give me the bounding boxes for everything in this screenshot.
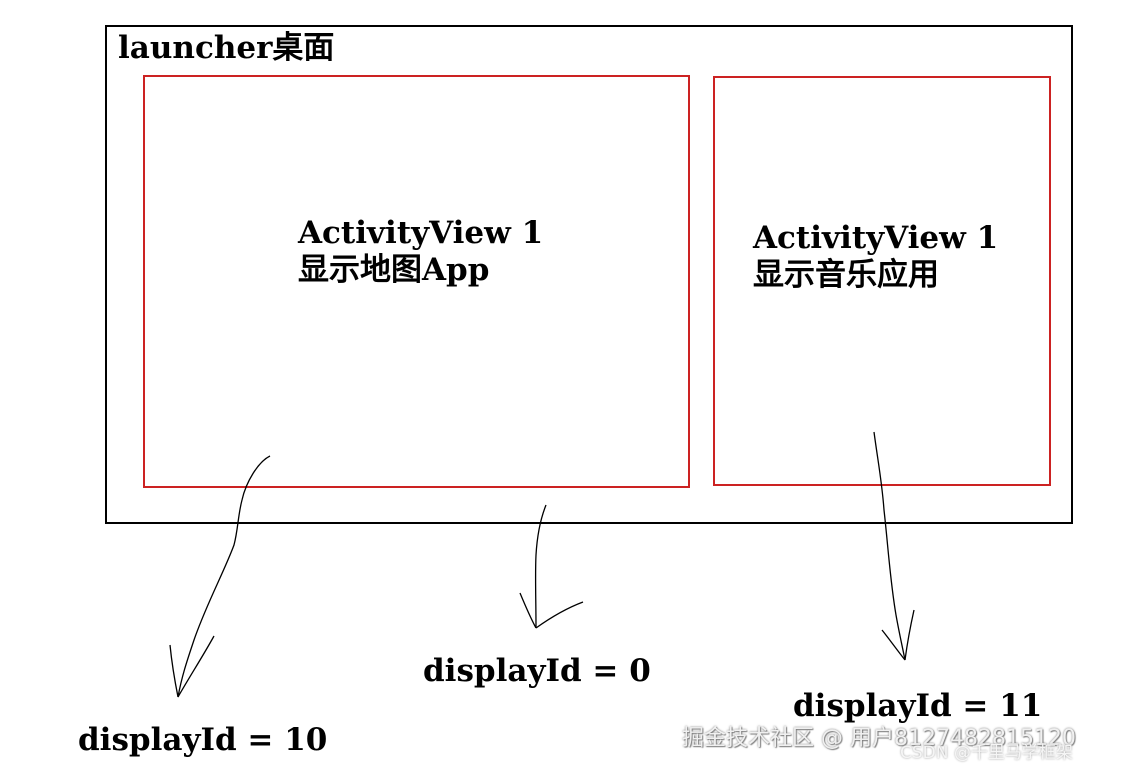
activity-view-map-box [143, 75, 690, 488]
activity-view-map-label: ActivityView 1 显示地图App [298, 215, 543, 289]
arrow-head-display-0-right [535, 601, 584, 629]
activity-view-map-line2: 显示地图App [298, 252, 490, 289]
display-id-11-label: displayId = 11 [793, 688, 1043, 724]
display-id-0-label: displayId = 0 [423, 653, 651, 689]
activity-view-music-line1: ActivityView 1 [753, 220, 999, 256]
arrow-head-display-10-right [177, 635, 215, 698]
arrow-head-display-10-left [169, 644, 179, 698]
arrow-to-display-0 [534, 504, 547, 629]
launcher-desktop-box [105, 25, 1073, 524]
arrow-head-display-0-left [519, 592, 537, 629]
arrow-head-display-11-right [904, 609, 915, 661]
watermark-csdn: CSDN @千里马学框架 [900, 743, 1073, 763]
activity-view-music-line2: 显示音乐应用 [753, 257, 939, 294]
display-id-10-label: displayId = 10 [78, 722, 328, 758]
arrow-head-display-11-left [881, 629, 906, 661]
activity-view-music-label: ActivityView 1 显示音乐应用 [753, 220, 998, 294]
arrow-to-display-11 [873, 431, 906, 661]
launcher-desktop-title: launcher桌面 [118, 30, 335, 66]
arrow-to-display-10 [177, 455, 271, 698]
watermark-juejin: 掘金技术社区 @ 用户8127482815120 [682, 726, 1076, 751]
activity-view-map-line1: ActivityView 1 [298, 215, 544, 251]
